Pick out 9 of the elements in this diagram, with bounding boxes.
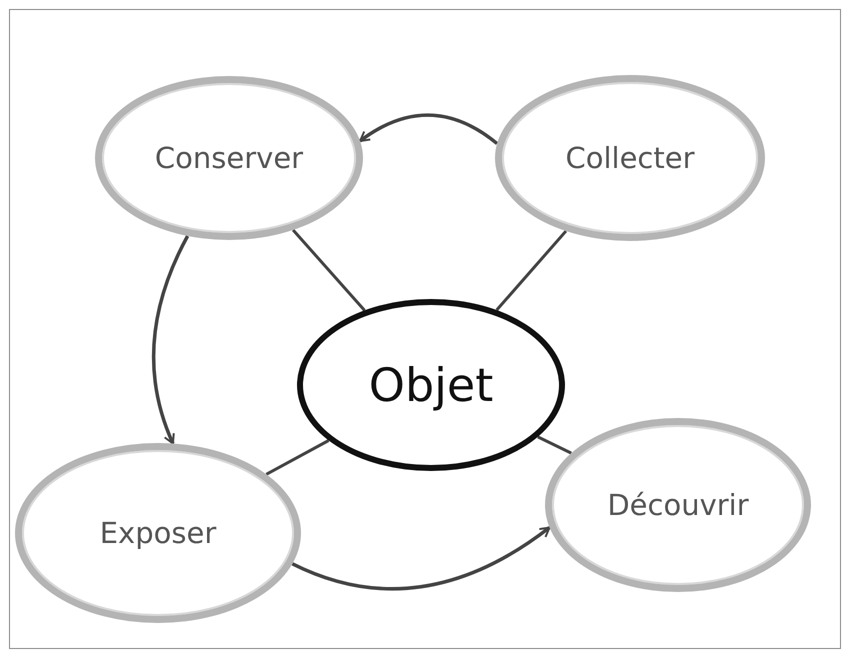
curved-arrow [359,113,498,145]
connector-line [266,439,330,476]
node-label: Collecter [565,141,695,175]
node-label: Objet [368,358,494,412]
connector-line [496,230,568,312]
node-label: Découvrir [607,488,749,522]
connector-line [292,229,366,312]
node-label: Conserver [154,141,304,175]
node-label: Exposer [100,516,216,550]
